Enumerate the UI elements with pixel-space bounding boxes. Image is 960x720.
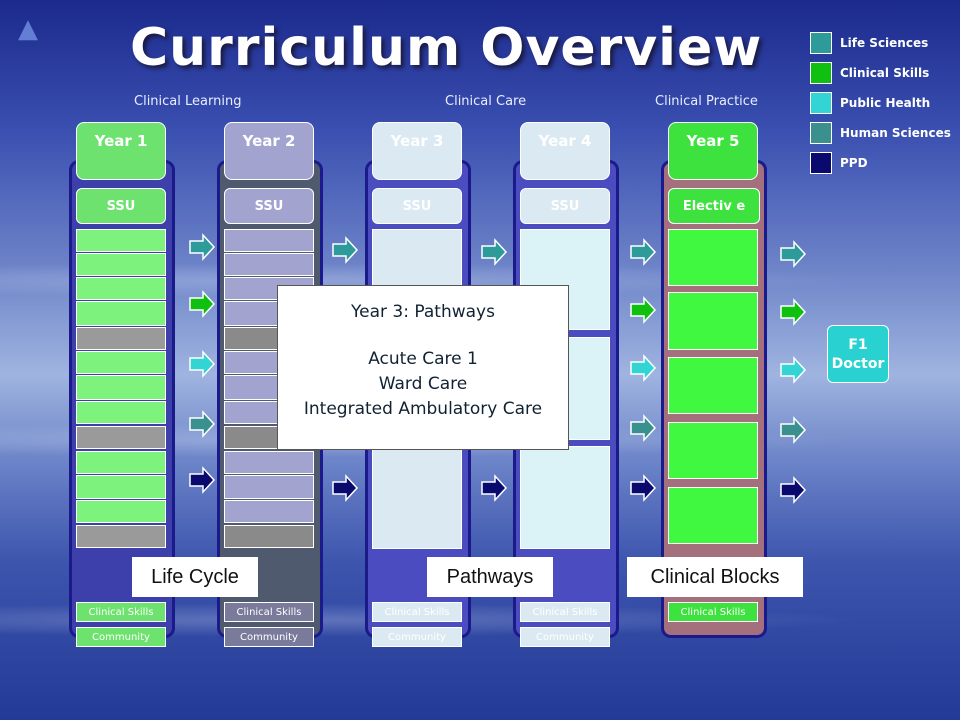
legend-swatch — [810, 152, 832, 174]
year-2-module — [224, 475, 314, 499]
legend-swatch — [810, 92, 832, 114]
legend-ppd: PPD — [810, 152, 868, 174]
legend-public-health: Public Health — [810, 92, 930, 114]
arrow-life-sciences-icon — [332, 237, 358, 263]
legend-label: Public Health — [840, 96, 931, 110]
arrow-ppd-icon — [630, 475, 656, 501]
arrow-ppd-icon — [189, 467, 215, 493]
year-1-header: Year 1 — [76, 122, 166, 180]
year-3-ssu: SSU — [372, 188, 462, 224]
year-2-module — [224, 229, 314, 252]
year-3-clinical-skills: Clinical Skills — [372, 602, 462, 622]
year-1-module — [76, 253, 166, 276]
page-title: Curriculum Overview — [130, 18, 763, 78]
year-4-clinical-skills: Clinical Skills — [520, 602, 610, 622]
year-3-community: Community — [372, 627, 462, 647]
year-1-module — [76, 426, 166, 449]
year-4-community: Community — [520, 627, 610, 647]
legend-swatch — [810, 32, 832, 54]
arrow-public-health-icon — [780, 357, 806, 383]
year-1-module — [76, 451, 166, 474]
year-2-module — [224, 525, 314, 548]
year-5-clinical-block — [668, 357, 758, 414]
year-1-module — [76, 525, 166, 548]
arrow-public-health-icon — [189, 351, 215, 377]
popup-line: Integrated Ambulatory Care — [303, 399, 543, 419]
stage-label-life-cycle: Life Cycle — [132, 557, 258, 597]
legend-human-sciences: Human Sciences — [810, 122, 951, 144]
year-5-clinical-block — [668, 292, 758, 350]
year-2-clinical-skills: Clinical Skills — [224, 602, 314, 622]
logo-icon: ▲ — [18, 14, 38, 44]
legend-label: Clinical Skills — [840, 66, 930, 80]
year-1-module — [76, 301, 166, 326]
year-1-module — [76, 401, 166, 424]
year-1-module — [76, 277, 166, 300]
year-3-header: Year 3 — [372, 122, 462, 180]
year-5-clinical-block — [668, 229, 758, 286]
arrow-ppd-icon — [481, 475, 507, 501]
year-1-module — [76, 229, 166, 252]
legend-label: Life Sciences — [840, 36, 929, 50]
legend-life-sciences: Life Sciences — [810, 32, 928, 54]
year-1-module — [76, 475, 166, 499]
year-2-module — [224, 500, 314, 523]
phase-label-clinical-care: Clinical Care — [445, 94, 527, 109]
f1-doctor-box: F1 Doctor — [827, 325, 889, 383]
year-2-community: Community — [224, 627, 314, 647]
arrow-ppd-icon — [780, 477, 806, 503]
year-1-module — [76, 500, 166, 523]
year-2-module — [224, 451, 314, 474]
year-5-clinical-block — [668, 422, 758, 479]
year-1-module — [76, 351, 166, 374]
stage-label-clinical-blocks: Clinical Blocks — [627, 557, 803, 597]
year-2-ssu: SSU — [224, 188, 314, 224]
year-5-header: Year 5 — [668, 122, 758, 180]
year-5-elective: Electiv e — [668, 188, 760, 224]
legend-label: Human Sciences — [840, 126, 951, 140]
stage-label-pathways: Pathways — [427, 557, 553, 597]
year-2-module — [224, 253, 314, 276]
popup-line: Ward Care — [378, 374, 468, 394]
year-2-header: Year 2 — [224, 122, 314, 180]
legend-swatch — [810, 62, 832, 84]
year-5-clinical-skills: Clinical Skills — [668, 602, 758, 622]
popup-heading: Year 3: Pathways — [351, 302, 495, 322]
popup-line: Acute Care 1 — [368, 349, 478, 369]
arrow-public-health-icon — [630, 355, 656, 381]
year-3-pathways-popup: Year 3: Pathways Acute Care 1 Ward Care … — [277, 285, 569, 450]
legend-label: PPD — [840, 156, 868, 170]
legend-clinical-skills: Clinical Skills — [810, 62, 929, 84]
arrow-clinical-skills-icon — [630, 297, 656, 323]
year-1-module — [76, 327, 166, 350]
phase-label-clinical-practice: Clinical Practice — [655, 94, 758, 109]
arrow-ppd-icon — [332, 475, 358, 501]
year-1-ssu: SSU — [76, 188, 166, 224]
year-4-header: Year 4 — [520, 122, 610, 180]
year-1-module — [76, 375, 166, 400]
phase-label-clinical-learning: Clinical Learning — [134, 94, 242, 109]
year-4-block — [520, 446, 610, 549]
year-4-ssu: SSU — [520, 188, 610, 224]
legend-swatch — [810, 122, 832, 144]
arrow-life-sciences-icon — [189, 234, 215, 260]
arrow-clinical-skills-icon — [780, 299, 806, 325]
year-5-clinical-block — [668, 487, 758, 544]
year-1-community: Community — [76, 627, 166, 647]
year-1-clinical-skills: Clinical Skills — [76, 602, 166, 622]
